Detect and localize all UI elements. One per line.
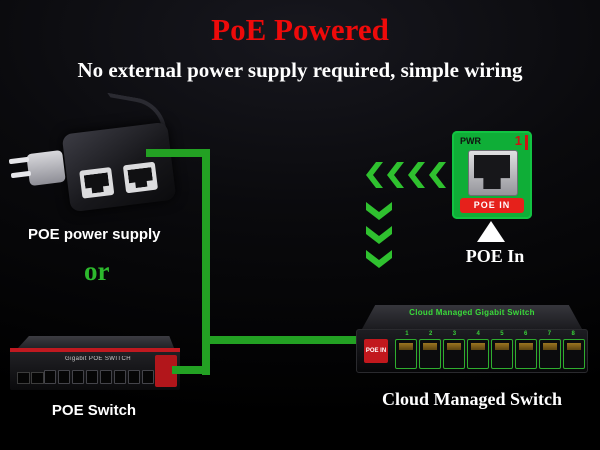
rj45-socket-opening bbox=[84, 172, 110, 194]
rj45-port-icon bbox=[114, 370, 126, 384]
rj45-port-icon bbox=[122, 161, 159, 194]
rj45-port-icon bbox=[128, 370, 140, 384]
switch-front-text: Gigabit POE SWITCH bbox=[65, 356, 131, 362]
cable-line-to-switch bbox=[206, 336, 360, 344]
cloud-switch-label: Cloud Managed Switch bbox=[381, 389, 563, 409]
switch-top-face: Cloud Managed Gigabit Switch bbox=[362, 305, 582, 329]
rj45-port-icon bbox=[142, 370, 154, 384]
poe-power-supply-image bbox=[8, 92, 192, 226]
port-number: 3 bbox=[452, 331, 457, 337]
rj45-port-icon bbox=[515, 339, 537, 369]
power-plug-icon bbox=[26, 149, 66, 187]
cable-line-vertical bbox=[202, 149, 210, 375]
up-arrow-icon bbox=[477, 221, 505, 242]
sfp-port-icon bbox=[17, 372, 30, 384]
rj45-port-icon bbox=[443, 339, 465, 369]
rj45-jack-icon bbox=[468, 150, 518, 196]
rj45-port-icon bbox=[491, 339, 513, 369]
port-row bbox=[44, 370, 154, 384]
rj45-port-icon bbox=[539, 339, 561, 369]
down-arrows-icon bbox=[366, 202, 392, 268]
poe-in-badge: POE IN bbox=[364, 339, 388, 363]
injector-body bbox=[61, 121, 177, 213]
sfp-port-icon bbox=[31, 372, 44, 384]
poe-in-caption: POE In bbox=[465, 246, 525, 266]
rj45-socket-opening bbox=[474, 155, 510, 189]
page-title: PoE Powered bbox=[211, 12, 389, 47]
rj45-port-icon bbox=[86, 370, 98, 384]
rj45-socket-opening bbox=[127, 167, 153, 189]
port-number: 8 bbox=[571, 331, 575, 337]
rj45-port-icon bbox=[395, 339, 417, 369]
port-number: 4 bbox=[476, 331, 480, 337]
rj45-port-icon bbox=[467, 339, 489, 369]
red-panel bbox=[155, 355, 177, 387]
rj45-port-icon bbox=[563, 339, 585, 369]
cloud-switch-image: Cloud Managed Gigabit Switch POE IN 1 2 … bbox=[356, 305, 588, 377]
rj45-port-icon bbox=[44, 370, 56, 384]
power-supply-label: POE power supply bbox=[28, 226, 161, 243]
switch-front-face: POE IN 1 2 3 4 5 6 7 8 bbox=[356, 329, 588, 373]
switch-top-face bbox=[18, 336, 174, 348]
rj45-port-icon bbox=[419, 339, 441, 369]
port-number: 1 bbox=[514, 133, 522, 148]
cable-line-bottom bbox=[172, 366, 206, 374]
cable-line-top bbox=[146, 149, 210, 157]
port-number: 5 bbox=[500, 331, 504, 337]
switch-front-face: Gigabit POE SWITCH bbox=[10, 348, 180, 390]
poe-switch-image: Gigabit POE SWITCH bbox=[8, 336, 184, 398]
poe-switch-label: POE Switch bbox=[51, 402, 137, 419]
or-label: or bbox=[84, 256, 110, 286]
rj45-port-icon bbox=[100, 370, 112, 384]
red-marker bbox=[525, 135, 528, 150]
red-stripe bbox=[10, 348, 180, 352]
plug-prong bbox=[8, 156, 30, 165]
rj45-port-icon bbox=[72, 370, 84, 384]
page-subtitle: No external power supply required, simpl… bbox=[77, 58, 523, 82]
port-number: 6 bbox=[523, 331, 528, 337]
port-number: 7 bbox=[547, 331, 552, 337]
port-number: 1 bbox=[405, 331, 409, 337]
poe-in-port-detail: PWR 1 POE IN bbox=[452, 131, 532, 219]
pwr-label: PWR bbox=[460, 136, 481, 146]
left-arrows-icon bbox=[366, 162, 446, 188]
rj45-port-icon bbox=[79, 166, 115, 199]
port-number-row: 1 2 3 4 5 6 7 8 bbox=[395, 331, 585, 337]
switch-top-text: Cloud Managed Gigabit Switch bbox=[409, 308, 535, 317]
poe-in-banner: POE IN bbox=[460, 198, 524, 213]
port-number: 2 bbox=[428, 331, 433, 337]
port-row bbox=[395, 339, 585, 369]
rj45-port-icon bbox=[58, 370, 70, 384]
